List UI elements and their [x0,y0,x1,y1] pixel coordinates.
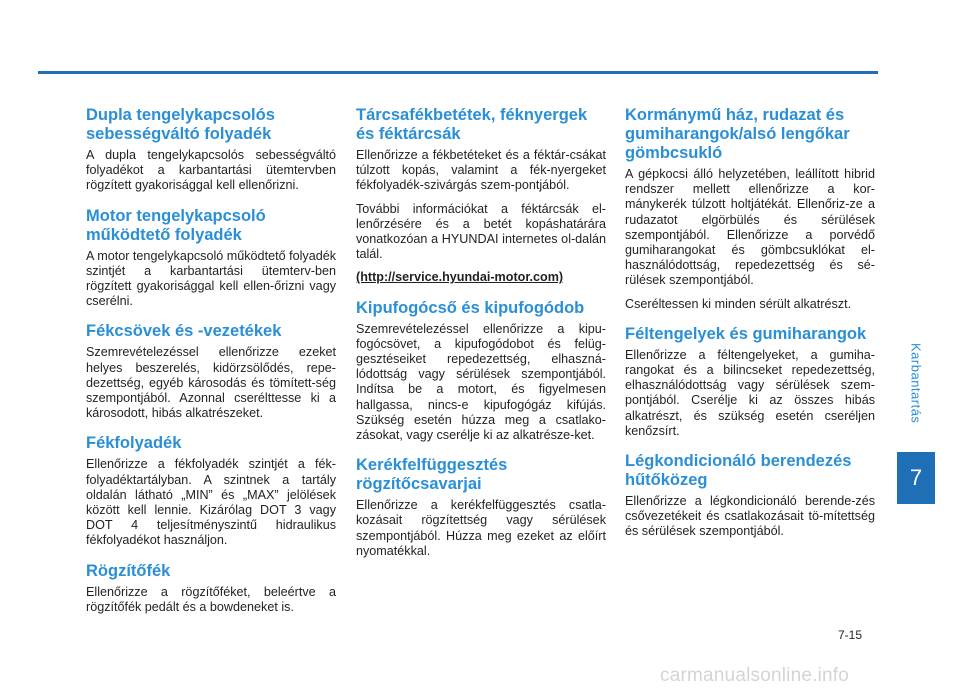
section: Kipufogócső és kipufogódob Szemrevételez… [356,299,606,444]
column-1: Dupla tengelykapcsolós sebességváltó fol… [86,106,336,628]
section: Tárcsafékbetétek, féknyergek és féktárcs… [356,106,606,286]
paragraph: Cseréltessen ki minden sérült alkatrészt… [625,296,852,311]
section: Rögzítőfék Ellenőrizze a rögzítőféket, b… [86,562,336,615]
chapter-side-label: Karbantartás [908,342,924,424]
section: Dupla tengelykapcsolós sebességváltó fol… [86,106,336,194]
paragraph: Ellenőrizze a féltengelyeket, a gumiha-r… [625,347,875,438]
paragraph: Ellenőrizze a kerékfelfüggesztés csatla-… [356,498,606,558]
section-heading: Kipufogócső és kipufogódob [356,298,585,317]
section-heading: Motor tengelykapcsoló működtető folyadék [86,206,266,244]
header-rule [38,71,878,74]
section-heading: Kormánymű ház, rudazat és gumiharangok/a… [625,106,850,162]
section-heading: Féltengelyek és gumiharangok [625,324,867,343]
page-number: 7-15 [838,628,863,642]
section-heading: Tárcsafékbetétek, féknyergek és féktárcs… [356,106,588,143]
website-link[interactable]: (http://service.hyundai-motor.com) [356,270,564,285]
column-2: Tárcsafékbetétek, féknyergek és féktárcs… [356,106,606,572]
watermark: carmanualsonline.info [660,665,850,686]
section-heading: Fékfolyadék [86,434,182,453]
section-heading: Rögzítőfék [86,561,171,580]
paragraph: A gépkocsi álló helyzetében, leállított … [625,167,875,288]
section: Fékfolyadék Ellenőrizze a fékfolyadék sz… [86,434,336,548]
paragraph: Szemrevételezéssel ellenőrizze a kipu-fo… [356,321,606,443]
section: Féltengelyek és gumiharangok Ellenőrizze… [625,325,875,439]
section: Motor tengelykapcsoló működtető folyadék… [86,207,336,310]
section: Fékcsövek és -vezetékek Szemrevételezéss… [86,322,336,421]
section-heading: Légkondicionáló berendezés hűtőközeg [625,452,852,490]
paragraph: Szemrevételezéssel ellenőrizze ezeket he… [86,345,336,421]
section-heading: Fékcsövek és -vezetékek [86,322,282,341]
paragraph: A dupla tengelykapcsolós sebességváltó f… [86,148,336,193]
section: Kerékfelfüggesztés rögzítőcsavarjai Elle… [356,456,606,559]
section-heading: Kerékfelfüggesztés rögzítőcsavarjai [356,456,508,494]
paragraph: Ellenőrizze a rögzítőféket, beleértve a … [86,584,336,614]
paragraph: A motor tengelykapcsoló működtető folyad… [86,248,336,309]
chapter-number-tab: 7 [897,452,935,504]
section: Kormánymű ház, rudazat és gumiharangok/a… [625,106,875,312]
paragraph: További információkat a féktárcsák el-le… [356,201,606,262]
paragraph: Ellenőrizze a légkondicionáló berende-zé… [625,494,875,539]
column-3: Kormánymű ház, rudazat és gumiharangok/a… [625,106,875,553]
section-heading: Dupla tengelykapcsolós sebességváltó fol… [86,106,275,143]
section: Légkondicionáló berendezés hűtőközeg Ell… [625,452,875,540]
paragraph: Ellenőrizze a fékfolyadék szintjét a fék… [86,457,336,548]
paragraph: Ellenőrizze a fékbetéteket és a féktár-c… [356,148,606,193]
